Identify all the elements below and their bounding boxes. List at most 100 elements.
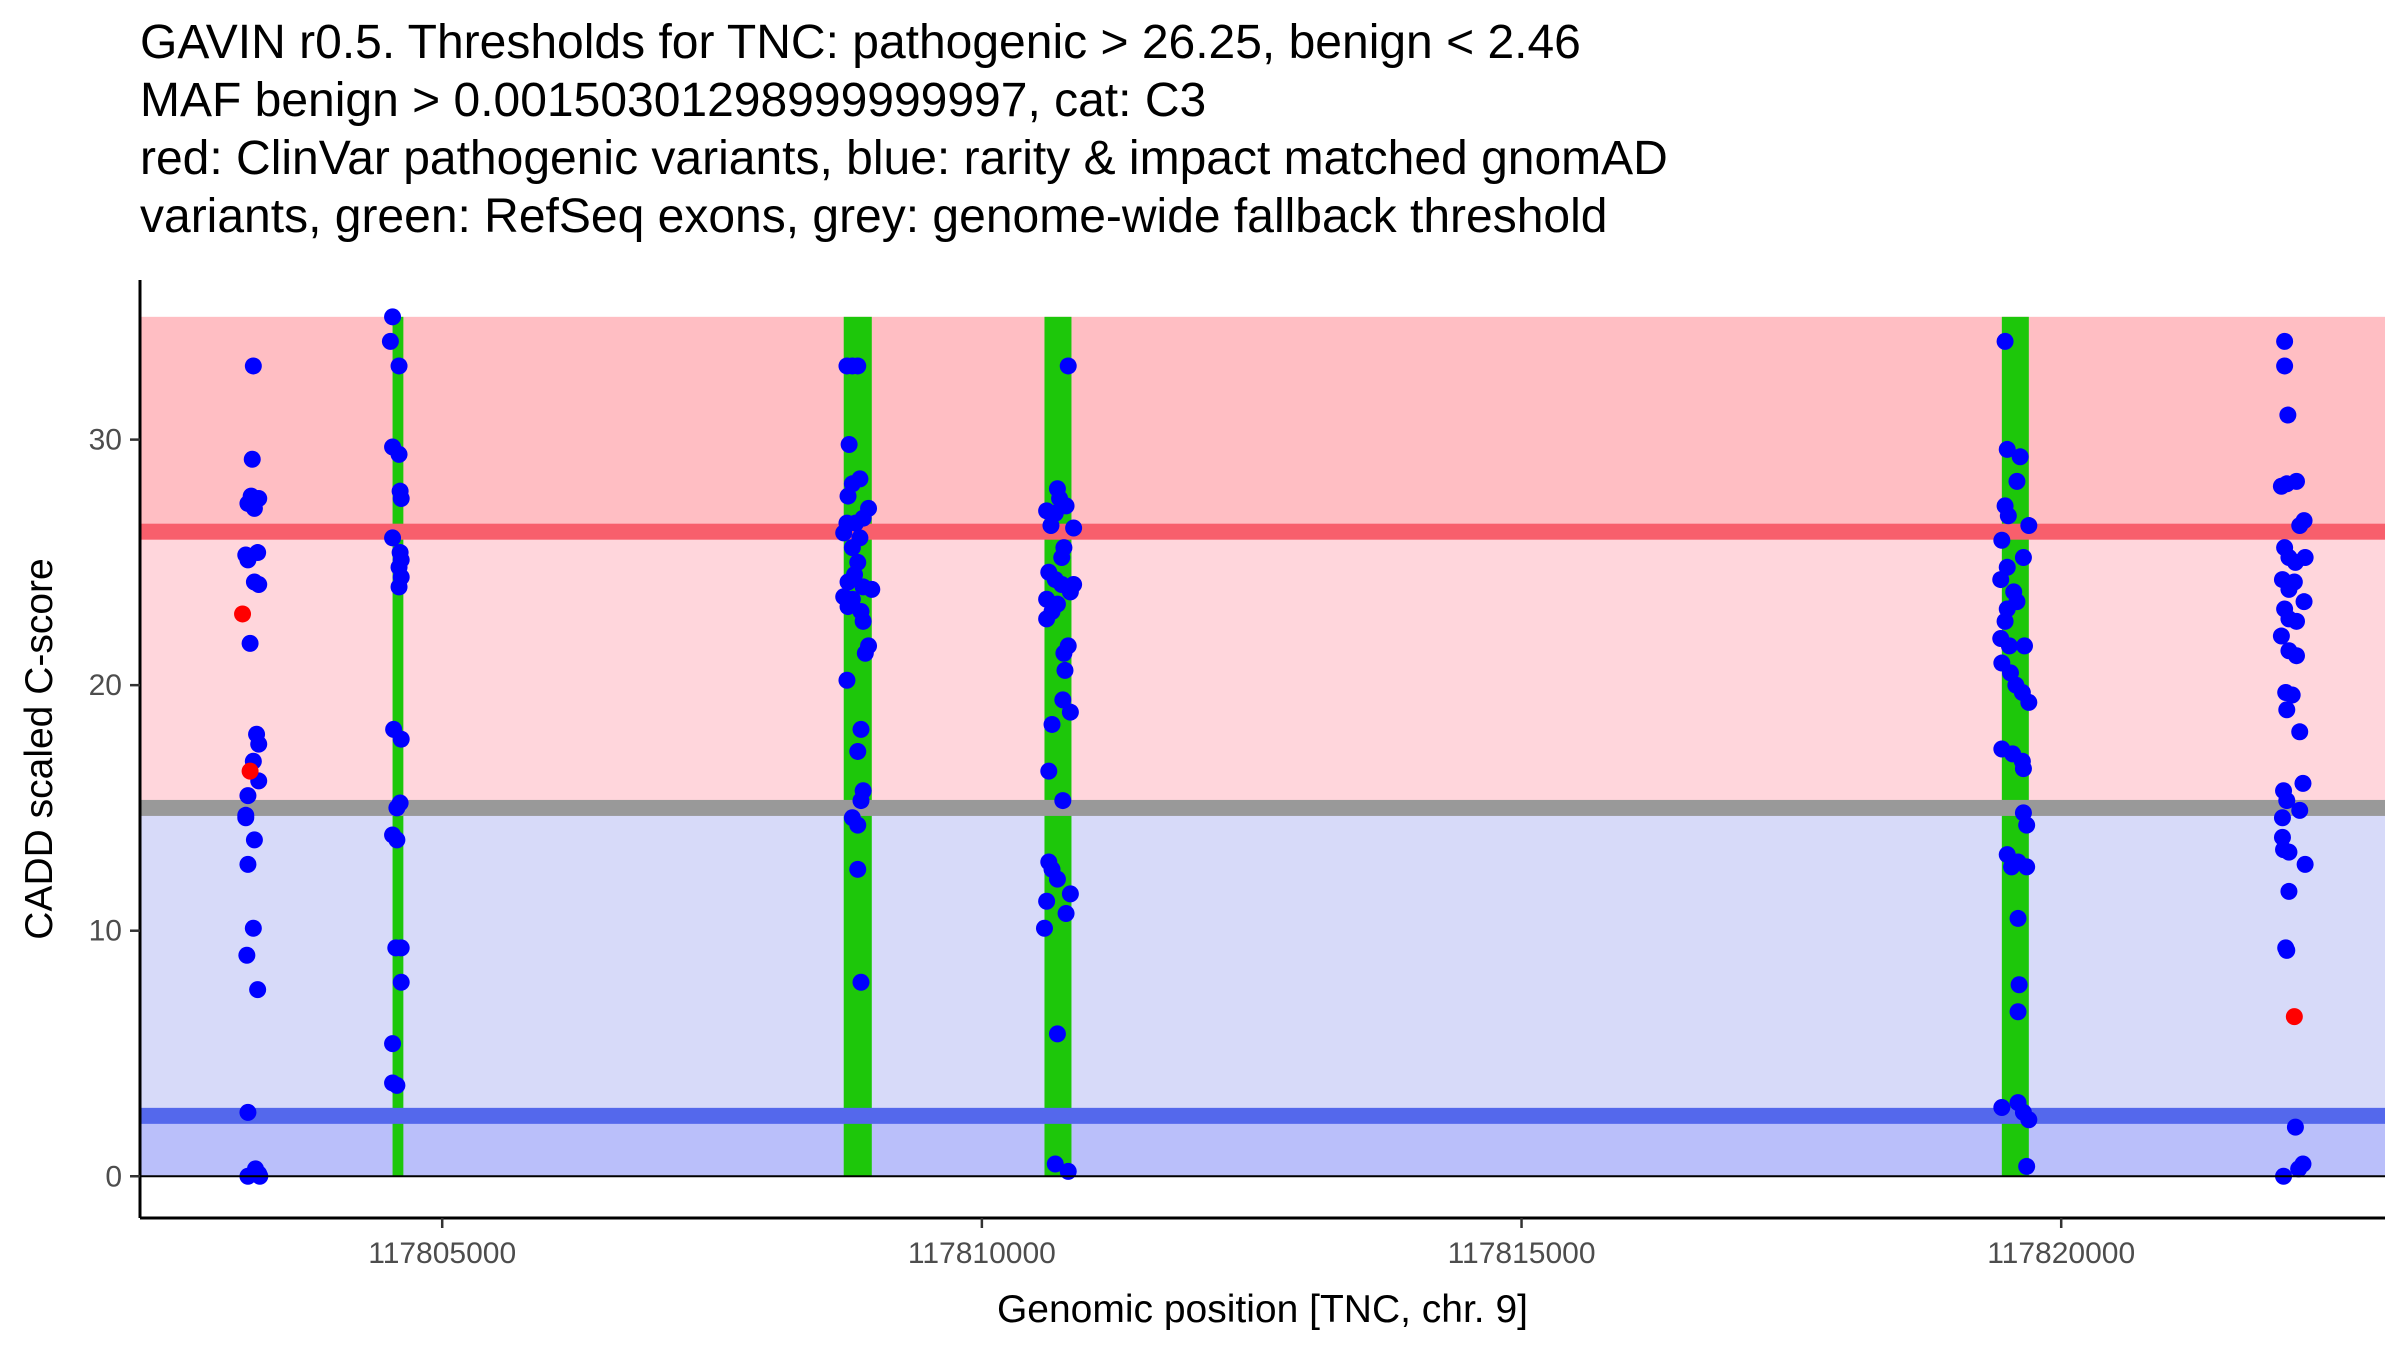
gnomad-point bbox=[2272, 627, 2290, 645]
gnomad-point bbox=[1054, 792, 1072, 810]
gnomad-point bbox=[2279, 406, 2297, 424]
gnomad-point bbox=[388, 831, 406, 849]
gnomad-point bbox=[2291, 801, 2309, 819]
gnomad-point bbox=[2014, 548, 2032, 566]
gnomad-point bbox=[2278, 941, 2296, 959]
gnomad-point bbox=[1992, 571, 2010, 589]
gnomad-point bbox=[388, 1076, 406, 1094]
gnomad-point bbox=[2294, 774, 2312, 792]
gnomad-point bbox=[2291, 517, 2309, 535]
gnomad-point bbox=[1040, 762, 1058, 780]
zone-intermediate bbox=[140, 531, 2385, 808]
gnomad-point bbox=[2280, 843, 2298, 861]
gnomad-point bbox=[241, 634, 259, 652]
gnomad-point bbox=[239, 787, 257, 805]
gnomad-point bbox=[244, 357, 262, 375]
variant-points bbox=[234, 308, 2314, 1185]
gnomad-point bbox=[851, 470, 869, 488]
gnomad-point bbox=[1996, 332, 2014, 350]
gnomad-point bbox=[392, 939, 410, 957]
y-tick-label: 30 bbox=[89, 424, 122, 457]
zone-benign bbox=[140, 1115, 2385, 1177]
gnomad-point bbox=[2020, 1111, 2038, 1129]
gnomad-point bbox=[381, 332, 399, 350]
clinvar-point bbox=[234, 605, 252, 623]
gnomad-point bbox=[237, 806, 255, 824]
gnomad-point bbox=[244, 919, 262, 937]
gnomad-point bbox=[2280, 580, 2298, 598]
gnomad-point bbox=[2009, 909, 2027, 927]
gnomad-point bbox=[249, 981, 267, 999]
clinvar-point bbox=[2285, 1008, 2303, 1026]
gnomad-point bbox=[384, 529, 402, 547]
x-tick-label: 117810000 bbox=[908, 1237, 1056, 1270]
gnomad-point bbox=[245, 499, 263, 517]
gnomad-point bbox=[1054, 691, 1072, 709]
gnomad-point bbox=[2280, 882, 2298, 900]
gnomad-point bbox=[854, 612, 872, 630]
gnomad-point bbox=[2014, 760, 2032, 778]
gnomad-point bbox=[390, 357, 408, 375]
gnomad-point bbox=[238, 946, 256, 964]
chart-title: GAVIN r0.5. Thresholds for TNC: pathogen… bbox=[140, 16, 1668, 243]
gnomad-point bbox=[843, 539, 861, 557]
gnomad-point bbox=[2016, 637, 2034, 655]
x-axis-title: Genomic position [TNC, chr. 9] bbox=[997, 1288, 1528, 1331]
gnomad-point bbox=[2009, 1003, 2027, 1021]
gnomad-point bbox=[852, 973, 870, 991]
gnomad-point bbox=[1999, 507, 2017, 525]
gnomad-point bbox=[2018, 858, 2036, 876]
gnomad-point bbox=[392, 490, 410, 508]
gnomad-point bbox=[852, 792, 870, 810]
gnomad-point bbox=[2276, 357, 2294, 375]
gnomad-point bbox=[1057, 905, 1075, 923]
threshold-line-fallback bbox=[140, 799, 2385, 816]
gnomad-point bbox=[1993, 531, 2011, 549]
gnomad-point bbox=[2286, 1118, 2304, 1136]
gnomad-point bbox=[2273, 828, 2291, 846]
y-axis-title: CADD scaled C-score bbox=[18, 558, 61, 939]
gnomad-point bbox=[2295, 593, 2313, 611]
x-tick-label: 117815000 bbox=[1448, 1237, 1596, 1270]
clinvar-point bbox=[241, 762, 259, 780]
gnomad-point bbox=[2291, 723, 2309, 741]
gnomad-point bbox=[2018, 816, 2036, 834]
gnomad-point bbox=[2287, 647, 2305, 665]
x-tick-label: 117805000 bbox=[368, 1237, 516, 1270]
gnomad-point bbox=[2018, 1157, 2036, 1175]
gnomad-point bbox=[1048, 870, 1066, 888]
gnomad-point bbox=[388, 799, 406, 817]
gnomad-point bbox=[849, 742, 867, 760]
gnomad-point bbox=[1055, 644, 1073, 662]
gnomad-point bbox=[2020, 693, 2038, 711]
gnomad-point bbox=[2278, 701, 2296, 719]
gnomad-point bbox=[843, 357, 861, 375]
gnomad-point bbox=[2296, 855, 2314, 873]
gnomad-point bbox=[250, 735, 268, 753]
exon-bar bbox=[1044, 316, 1072, 1177]
gnomad-point bbox=[384, 1035, 402, 1053]
gnomad-point bbox=[1059, 1162, 1077, 1180]
gnomad-point bbox=[852, 720, 870, 738]
gnomad-point bbox=[1056, 661, 1074, 679]
gnomad-point bbox=[2010, 976, 2028, 994]
gnomad-point bbox=[2287, 612, 2305, 630]
gnomad-point bbox=[838, 671, 856, 689]
gnomad-point bbox=[1038, 610, 1056, 628]
gnomad-point bbox=[1035, 919, 1053, 937]
gnomad-point bbox=[835, 524, 853, 542]
gnomad-point bbox=[1065, 519, 1083, 537]
gnomad-point bbox=[849, 816, 867, 834]
gnomad-point bbox=[856, 644, 874, 662]
gnomad-point bbox=[839, 573, 857, 591]
y-tick-label: 10 bbox=[89, 915, 122, 948]
gnomad-point bbox=[392, 973, 410, 991]
threshold-lines bbox=[140, 523, 2385, 1124]
gnomad-point bbox=[849, 860, 867, 878]
gnomad-point bbox=[2008, 472, 2026, 490]
gnomad-point bbox=[1998, 440, 2016, 458]
gnomad-point bbox=[1053, 548, 1071, 566]
gnomad-point bbox=[847, 514, 865, 532]
